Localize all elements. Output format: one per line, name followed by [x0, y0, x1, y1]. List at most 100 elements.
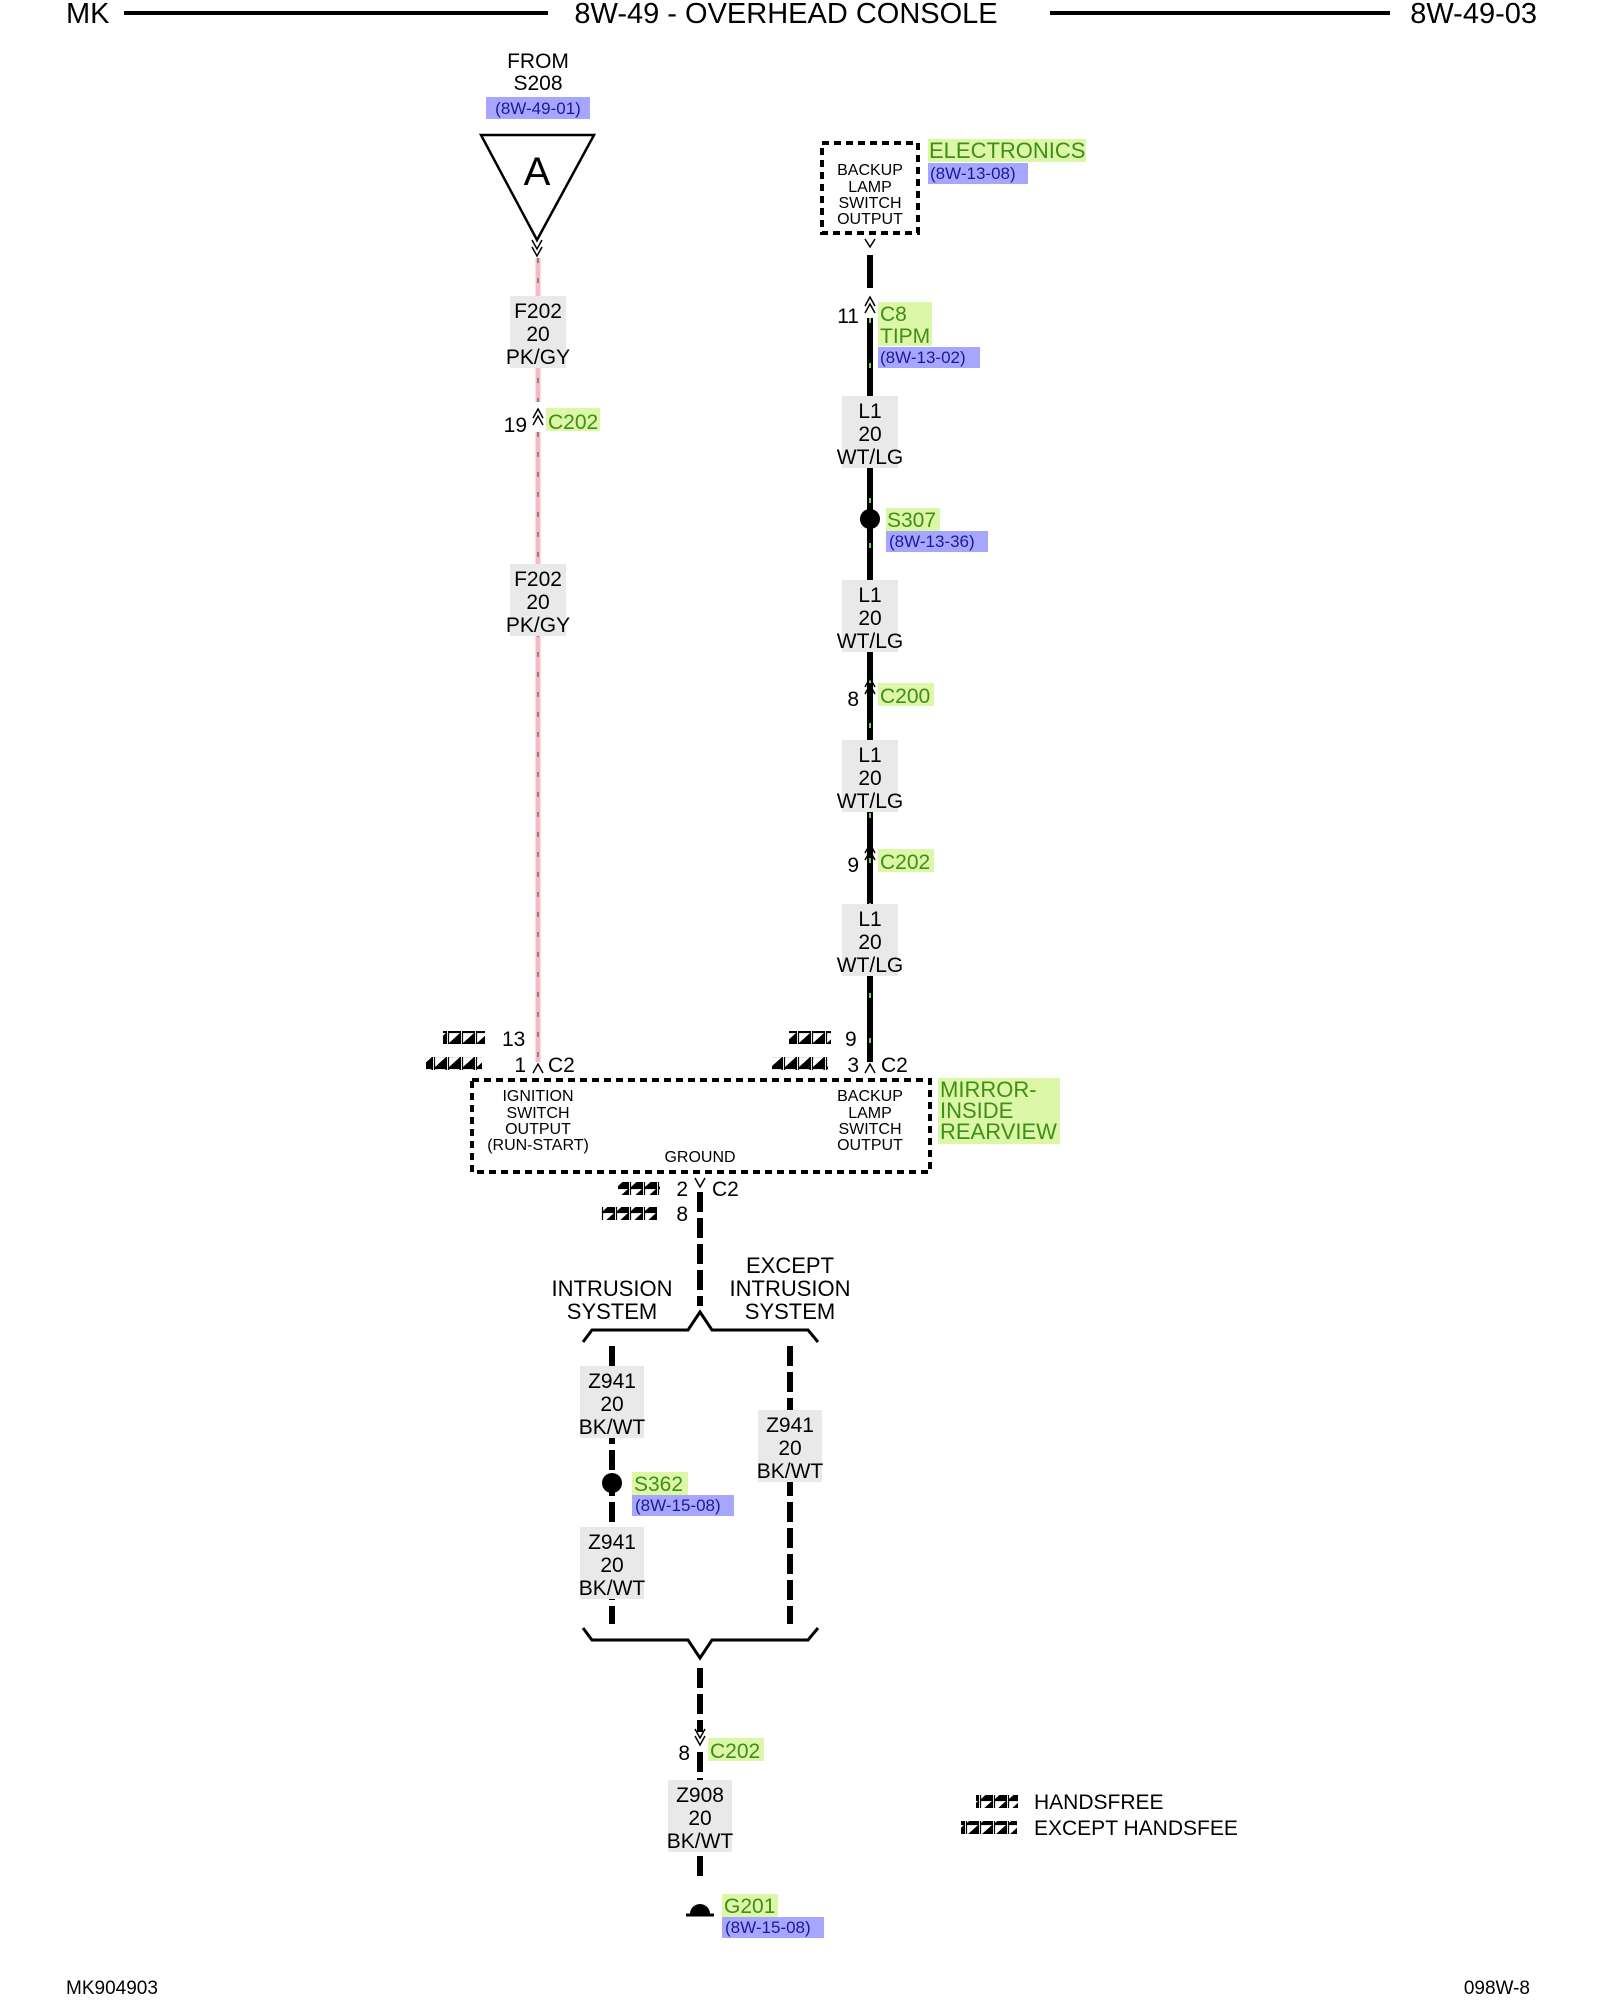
svg-text:MIRROR-: MIRROR- [940, 1077, 1037, 1102]
electronics-box[interactable]: BACKUP LAMP SWITCH OUTPUT ELECTRONICS (8… [820, 138, 1086, 249]
splice-ref: (8W-15-08) [635, 1496, 721, 1515]
splice-s307[interactable]: S307 (8W-13-36) [860, 508, 988, 552]
wire-label-z941-c: Z941 20 BK/WT [757, 1410, 824, 1483]
svg-text:WT/LG: WT/LG [837, 954, 904, 977]
connector-a-triangle[interactable] [478, 133, 597, 243]
header-left: MK [66, 0, 110, 30]
connector-name: C2 [712, 1178, 739, 1201]
branch-bracket-top [581, 1309, 820, 1343]
branch-bracket-bottom [581, 1627, 820, 1661]
pin-except: 1 [514, 1054, 526, 1077]
mirror-pin-ground[interactable]: 2 C2 8 [601, 1177, 739, 1226]
svg-text:LAMP: LAMP [848, 1105, 892, 1122]
svg-text:BK/WT: BK/WT [579, 1416, 646, 1439]
from-splice-label: S208 [513, 72, 562, 95]
legend-handsfree-flags [976, 1795, 1018, 1808]
wire-gauge: 20 [526, 591, 549, 614]
mirror-pin-left[interactable]: 13 1 C2 [426, 1028, 575, 1077]
svg-text:20: 20 [858, 767, 881, 790]
svg-text:WT/LG: WT/LG [837, 790, 904, 813]
pin-except: 3 [847, 1054, 859, 1077]
legend-except-handsfree: EXCEPT HANDSFEE [1034, 1817, 1238, 1840]
svg-text:INTRUSION: INTRUSION [730, 1276, 851, 1301]
from-source: FROM S208 (8W-49-01) A [478, 50, 597, 258]
svg-text:Z941: Z941 [588, 1531, 636, 1554]
splice-name: S362 [634, 1473, 683, 1496]
svg-text:L1: L1 [858, 584, 881, 607]
ground-name: G201 [724, 1895, 775, 1918]
electronics-label: ELECTRONICS [929, 138, 1085, 163]
legend-handsfree: HANDSFREE [1034, 1791, 1164, 1814]
connector-name: C202 [548, 411, 598, 434]
pin-handsfree: 2 [676, 1178, 688, 1201]
svg-text:SWITCH: SWITCH [838, 1121, 901, 1138]
splice-s362[interactable]: S362 (8W-15-08) [602, 1472, 734, 1516]
svg-text:INTRUSION: INTRUSION [552, 1276, 673, 1301]
connector-c202-pin9[interactable]: 9 C202 [847, 842, 934, 877]
electronics-dashed-box [820, 141, 920, 235]
electronics-chevron [864, 238, 876, 249]
connector-pin: 11 [837, 305, 859, 328]
ground-ref: (8W-15-08) [725, 1918, 811, 1937]
splice-ref: (8W-13-36) [889, 532, 975, 551]
splice-dot [602, 1473, 622, 1493]
svg-text:WT/LG: WT/LG [837, 446, 904, 469]
svg-text:BACKUP: BACKUP [837, 1088, 903, 1105]
svg-text:BK/WT: BK/WT [579, 1577, 646, 1600]
connector-chevron [532, 407, 544, 426]
connector-c202-pin8[interactable]: 8 C202 [678, 1728, 764, 1765]
svg-text:20: 20 [858, 607, 881, 630]
mirror-pin-right[interactable]: 9 3 C2 [772, 1028, 908, 1077]
connector-pin: 8 [847, 688, 859, 711]
connector-ref: (8W-13-02) [880, 348, 966, 367]
svg-text:OUTPUT: OUTPUT [505, 1121, 571, 1138]
mirror-dashed-box [470, 1078, 932, 1174]
svg-text:BACKUP: BACKUP [837, 162, 903, 179]
svg-text:Z941: Z941 [766, 1414, 814, 1437]
footer-right: 098W-8 [1464, 1978, 1530, 1999]
connector-c200-pin8[interactable]: 8 C200 [847, 676, 934, 711]
pin-handsfree: 9 [845, 1028, 857, 1051]
connector-name: C2 [881, 1054, 908, 1077]
wire-label-l1-3: L1 20 WT/LG [837, 740, 904, 813]
footer-left: MK904903 [66, 1978, 158, 1999]
svg-text:L1: L1 [858, 908, 881, 931]
ground-label: GROUND [664, 1149, 735, 1166]
page-header: MK 8W-49 - OVERHEAD CONSOLE 8W-49-03 [66, 0, 1537, 30]
connector-name: C8 [880, 303, 907, 326]
connector-c8-pin11[interactable]: 11 C8 TIPM (8W-13-02) [837, 295, 980, 368]
svg-text:REARVIEW: REARVIEW [940, 1119, 1057, 1144]
mirror-component[interactable]: IGNITION SWITCH OUTPUT (RUN-START) BACKU… [470, 1077, 1060, 1174]
handsfree-flags [443, 1031, 485, 1044]
wire-circuit: F202 [514, 300, 562, 323]
except-handsfree-flags [601, 1207, 657, 1220]
wire-color: PK/GY [506, 346, 570, 369]
connector-name: C202 [710, 1740, 760, 1763]
svg-text:OUTPUT: OUTPUT [837, 1137, 903, 1154]
svg-text:20: 20 [778, 1437, 801, 1460]
legend: HANDSFREE EXCEPT HANDSFEE [961, 1791, 1238, 1840]
svg-text:(RUN-START): (RUN-START) [487, 1137, 589, 1154]
electronics-label-highlight [928, 139, 1086, 162]
svg-text:20: 20 [600, 1554, 623, 1577]
connector-c202-pin19[interactable]: 19 C202 [504, 407, 600, 437]
connector-name-highlight [546, 408, 600, 431]
svg-text:Z908: Z908 [676, 1784, 724, 1807]
ground-g201[interactable]: G201 (8W-15-08) [686, 1894, 824, 1938]
connector-name-2: TIPM [880, 325, 930, 348]
except-handsfree-flags [772, 1057, 828, 1070]
svg-text:LAMP: LAMP [848, 179, 892, 196]
except-handsfree-flags [426, 1057, 482, 1070]
header-right: 8W-49-03 [1410, 0, 1537, 30]
svg-text:BK/WT: BK/WT [757, 1460, 824, 1483]
svg-text:SYSTEM: SYSTEM [567, 1299, 657, 1324]
from-ref-highlight [486, 97, 590, 119]
handsfree-flags [618, 1182, 660, 1195]
svg-text:IGNITION: IGNITION [502, 1088, 573, 1105]
wire-label-l1-4: L1 20 WT/LG [837, 904, 904, 977]
pin-handsfree: 13 [502, 1028, 525, 1051]
svg-text:Z941: Z941 [588, 1370, 636, 1393]
wire-gauge: 20 [526, 323, 549, 346]
connector-name: C2 [548, 1054, 575, 1077]
legend-except-flags [961, 1821, 1017, 1834]
